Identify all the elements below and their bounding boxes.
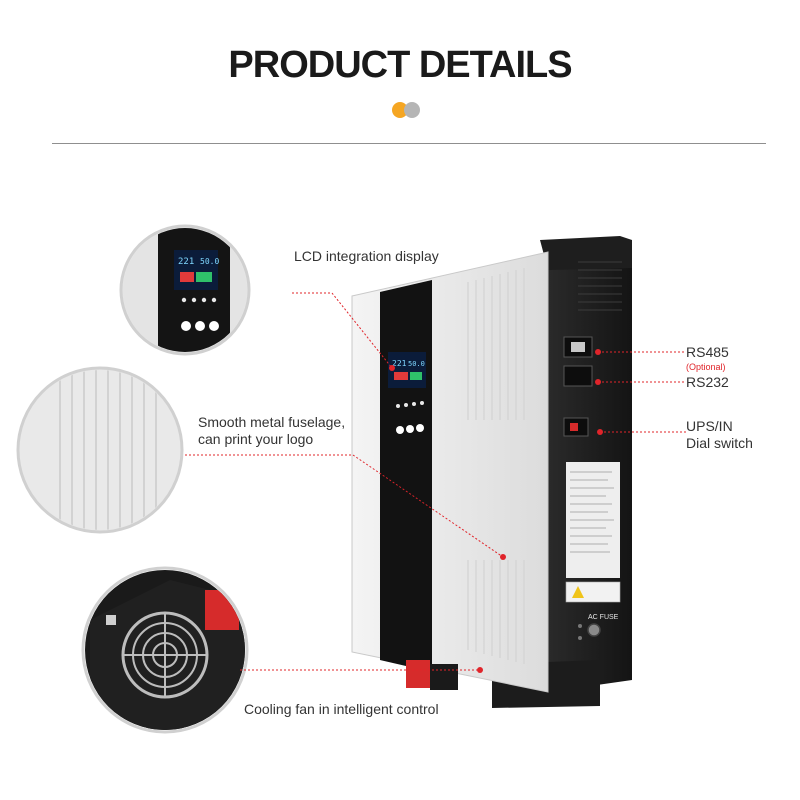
label-fan: Cooling fan in intelligent control: [244, 701, 439, 717]
lcd-left-readout: 221: [392, 359, 407, 368]
top-bracket: [540, 236, 632, 270]
header-divider: [52, 143, 766, 144]
warning-sticker: [565, 581, 621, 603]
callout-fan-circle: [81, 566, 249, 734]
label-rs485-note: (Optional): [686, 362, 726, 372]
label-rs485: RS485: [686, 344, 729, 360]
red-terminal: [406, 660, 430, 688]
svg-text:50.0: 50.0: [200, 257, 219, 266]
lcd-right-readout: 50.0: [408, 360, 425, 368]
status-leds: [396, 401, 424, 408]
callout-fuselage-circle: [16, 366, 184, 534]
label-fuselage-line1: Smooth metal fuselage,: [198, 414, 346, 430]
svg-text:221: 221: [178, 257, 194, 267]
rs232-port: [563, 365, 593, 387]
label-fuselage-line2: can print your logo: [198, 431, 314, 447]
label-lcd: LCD integration display: [294, 248, 439, 264]
front-buttons: [396, 424, 424, 434]
side-vent: [578, 261, 622, 311]
front-black-panel: [380, 280, 432, 672]
label-ups: UPS/IN: [686, 418, 733, 434]
casing-ribs: [467, 268, 525, 664]
callout-lcd-circle: 221 50.0: [119, 224, 251, 356]
leader-lines: [185, 292, 686, 671]
label-rs232: RS232: [686, 374, 729, 390]
label-dial-switch: Dial switch: [686, 435, 753, 451]
leader-dots: [389, 349, 603, 673]
label-ac-fuse: AC FUSE: [588, 614, 619, 621]
leader-lcd: [292, 292, 393, 369]
lcd-screen: [388, 352, 426, 388]
inverter-unit: 221 50.0: [351, 236, 632, 708]
title-accent-dots: [392, 102, 422, 118]
ac-fuse: [587, 623, 601, 637]
leader-fuselage: [185, 454, 504, 558]
page-title: PRODUCT DETAILS: [228, 44, 572, 86]
gray-dot: [404, 102, 420, 118]
